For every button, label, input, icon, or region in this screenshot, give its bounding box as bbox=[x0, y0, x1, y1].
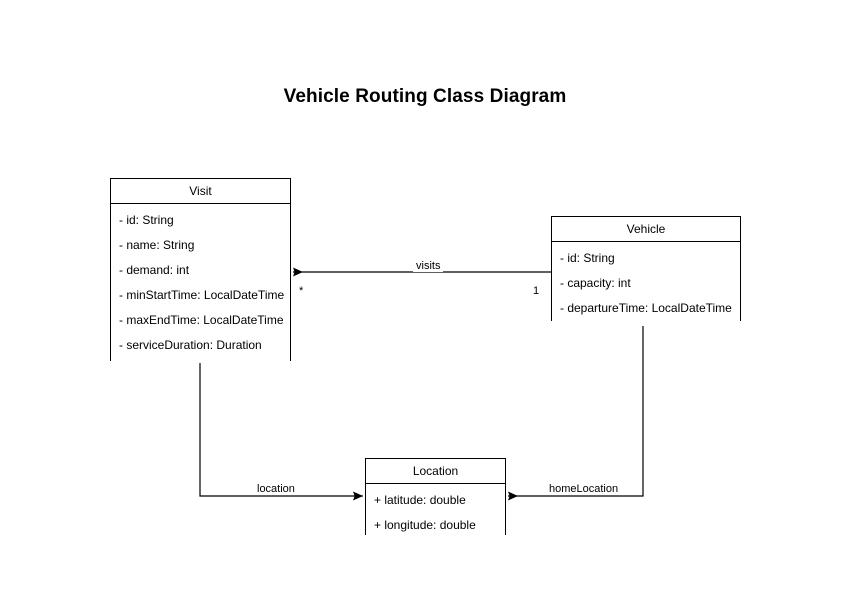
multiplicity-vehicle-side: 1 bbox=[533, 285, 540, 297]
attribute-row: - capacity: int bbox=[560, 276, 631, 290]
class-attributes-visit: - id: String - name: String - demand: in… bbox=[111, 204, 290, 363]
class-box-visit[interactable]: Visit - id: String - name: String - dema… bbox=[110, 178, 291, 363]
edge-label-home-location: homeLocation bbox=[546, 483, 622, 495]
attribute-row: - maxEndTime: LocalDateTime bbox=[119, 313, 284, 327]
edge-label-visits: visits bbox=[413, 260, 444, 272]
attribute-row: - demand: int bbox=[119, 263, 190, 277]
edge-label-location: location bbox=[254, 483, 298, 495]
attribute-row: - serviceDuration: Duration bbox=[119, 338, 262, 352]
attribute-row: + longitude: double bbox=[374, 518, 476, 532]
attribute-row: - name: String bbox=[119, 238, 195, 252]
class-name-visit: Visit bbox=[111, 179, 290, 204]
edge-location bbox=[199, 361, 363, 501]
multiplicity-visit-side: * bbox=[299, 285, 304, 297]
attribute-row: - id: String bbox=[560, 251, 615, 265]
attribute-row: - departureTime: LocalDateTime bbox=[560, 301, 732, 315]
class-box-location[interactable]: Location + latitude: double + longitude:… bbox=[365, 458, 506, 543]
attribute-row: + latitude: double bbox=[374, 493, 466, 507]
class-name-vehicle: Vehicle bbox=[552, 217, 740, 242]
attribute-row: - id: String bbox=[119, 213, 174, 227]
attribute-row: - minStartTime: LocalDateTime bbox=[119, 288, 285, 302]
class-attributes-vehicle: - id: String - capacity: int - departure… bbox=[552, 242, 740, 326]
class-attributes-location: + latitude: double + longitude: double bbox=[366, 484, 505, 543]
class-box-vehicle[interactable]: Vehicle - id: String - capacity: int - d… bbox=[551, 216, 741, 326]
edge-home-location bbox=[508, 321, 644, 501]
page-title: Vehicle Routing Class Diagram bbox=[283, 86, 567, 107]
class-name-location: Location bbox=[366, 459, 505, 484]
